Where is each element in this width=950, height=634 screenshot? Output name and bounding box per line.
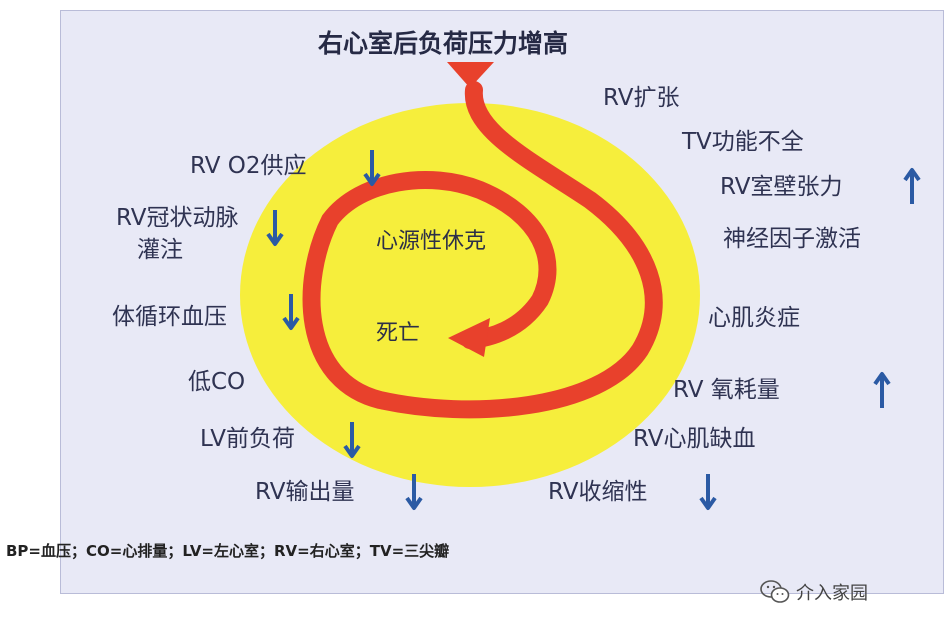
cardiogenic-shock-label: 心源性休克 (376, 229, 487, 254)
arrow-down-icon (282, 294, 300, 330)
watermark: 介入家园 (760, 579, 868, 605)
rv-o2-consumption-label: RV 氧耗量 (673, 377, 780, 403)
rv-ischemia-label: RV心肌缺血 (633, 426, 756, 452)
rv-coronary-label-line1: RV冠状动脉 (116, 205, 239, 231)
arrow-down-icon (266, 210, 284, 246)
title-triangle-marker (447, 62, 494, 88)
rv-o2-supply-label: RV O2供应 (190, 153, 307, 179)
spiral-path (302, 81, 663, 419)
low-co-label: 低CO (188, 369, 246, 395)
rv-coronary-label-line2: 灌注 (137, 237, 183, 263)
arrow-up-icon (903, 168, 921, 204)
rv-contractility-label: RV收缩性 (548, 479, 648, 505)
wechat-icon (760, 580, 790, 603)
abbreviation-legend: BP=血压；CO=心排量；LV=左心室；RV=右心室；TV=三尖瓣 (6, 542, 450, 560)
myocarditis-label: 心肌炎症 (708, 305, 800, 331)
page-title: 右心室后负荷压力增高 (318, 29, 569, 58)
rv-wall-tension-label: RV室壁张力 (720, 174, 843, 200)
death-label: 死亡 (376, 321, 421, 346)
rv-dilation-label: RV扩张 (603, 85, 680, 111)
systemic-bp-label: 体循环血压 (112, 304, 227, 330)
neurohumoral-activation-label: 神经因子激活 (723, 226, 861, 252)
arrow-down-icon (405, 474, 423, 510)
spiral-arrowhead (448, 318, 490, 357)
watermark-text: 介入家园 (796, 583, 868, 604)
arrow-up-icon (873, 372, 891, 408)
arrow-down-icon (343, 422, 361, 458)
tv-insufficiency-label: TV功能不全 (682, 129, 804, 155)
lv-preload-label: LV前负荷 (200, 426, 296, 452)
arrow-down-icon (363, 150, 381, 186)
rv-output-label: RV输出量 (255, 479, 355, 505)
arrow-down-icon (699, 474, 717, 510)
